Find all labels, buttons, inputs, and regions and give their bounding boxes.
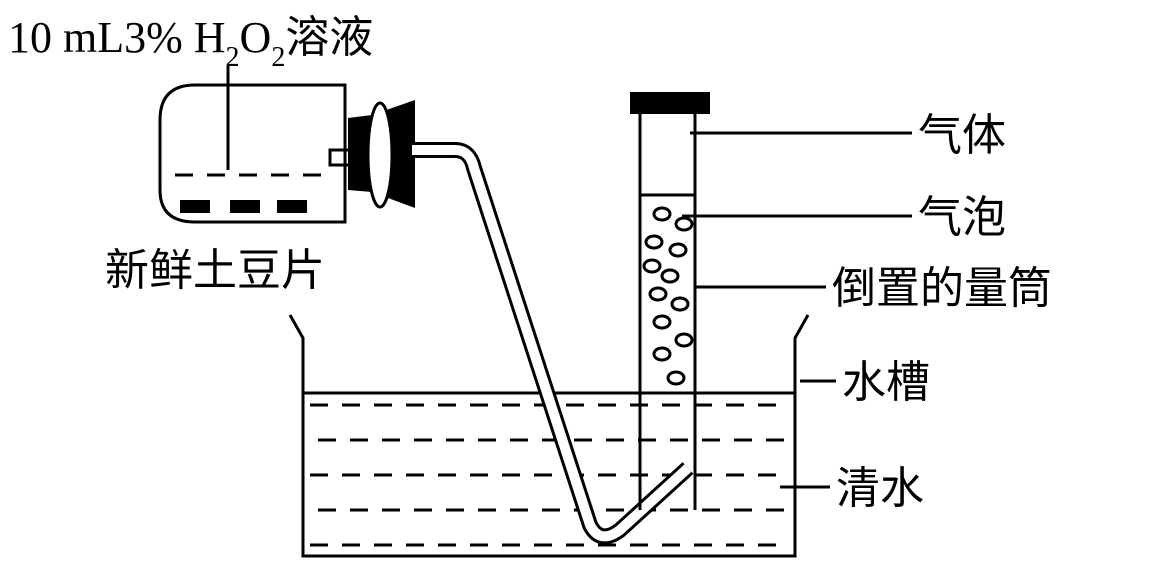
bubbles-label: 气泡 — [918, 192, 1006, 243]
bottle-label: 10 mL3% H2O2溶液 — [8, 12, 373, 73]
cylinder-base — [630, 92, 710, 114]
label-sub2: 2 — [271, 42, 285, 73]
label-mid: O — [240, 13, 272, 62]
stopper — [348, 100, 415, 209]
potato-slice — [230, 200, 260, 213]
delivery-tube — [412, 142, 694, 545]
inverted-cylinder — [630, 92, 710, 510]
trough-label: 水槽 — [842, 357, 930, 408]
label-suffix: 溶液 — [285, 12, 373, 63]
reagent-bottle — [158, 83, 352, 224]
water-trough — [288, 314, 810, 558]
potato-slice — [180, 200, 210, 213]
label-sub1: 2 — [226, 42, 240, 73]
water-label: 清水 — [836, 463, 924, 514]
potato-label: 新鲜土豆片 — [105, 245, 325, 296]
bubbles — [642, 206, 694, 386]
cylinder-label: 倒置的量筒 — [832, 263, 1052, 314]
potato-slice — [277, 200, 307, 213]
gas-label: 气体 — [918, 110, 1006, 161]
label-prefix: 10 mL3% H — [8, 13, 226, 62]
